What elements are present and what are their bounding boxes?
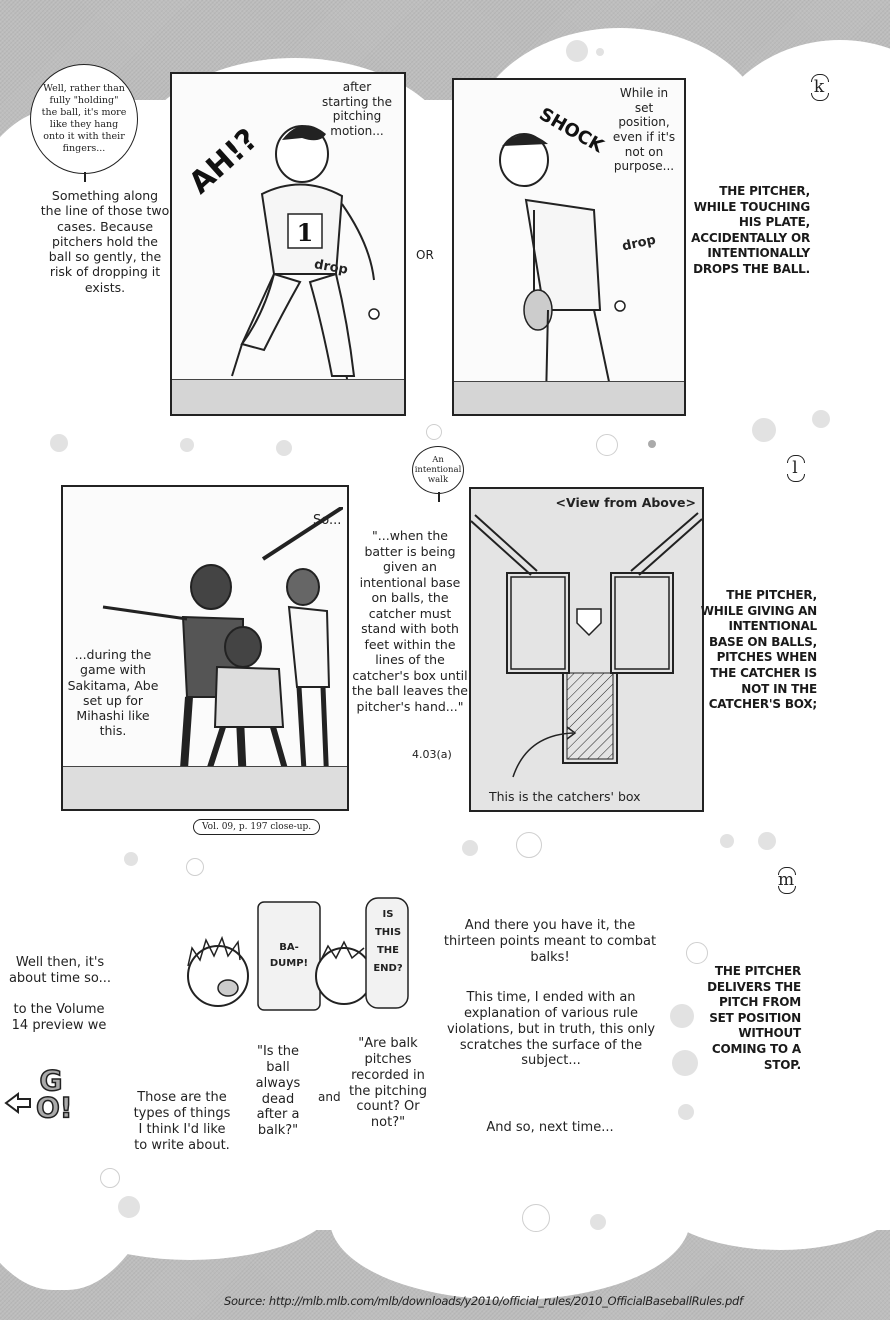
sfx-is-this-the-end: IS THIS THE END? bbox=[373, 909, 403, 974]
or-separator: OR bbox=[416, 248, 434, 262]
diagram-title: <View from Above> bbox=[555, 495, 696, 510]
speech-bubble-holding: Well, rather than fully "holding" the ba… bbox=[30, 64, 138, 182]
question-ball-dead: "Is the ball always dead after a balk?" bbox=[255, 1044, 301, 1139]
sfx-ba-dump: BA-DUMP! bbox=[269, 942, 309, 969]
and-label: and bbox=[318, 1090, 341, 1104]
closing-text-time: Well then, it's about time so... bbox=[8, 955, 112, 986]
go-graphic: GO! bbox=[4, 1064, 74, 1168]
narration-risk: Something along the line of those two ca… bbox=[40, 188, 170, 295]
summary-thirteen-points: And there you have it, the thirteen poin… bbox=[443, 918, 657, 965]
rule-text-l: THE PITCHER, WHILE GIVING AN INTENTIONAL… bbox=[700, 588, 817, 712]
rule-text-m: THE PITCHER DELIVERS THE PITCH FROM SET … bbox=[707, 964, 801, 1072]
summary-explanation: This time, I ended with an explanation o… bbox=[446, 990, 656, 1069]
panel-set-position: SHOCK While in set position, even if it'… bbox=[452, 78, 686, 416]
caption-pitching-motion: after starting the pitching motion... bbox=[321, 80, 392, 138]
speech-bubble-intentional-walk: An intentional walk bbox=[412, 446, 464, 502]
two-characters-faces-icon bbox=[187, 897, 409, 1011]
panel-intentional-walk-scene: So... ...during the game with Sakitama, … bbox=[61, 485, 349, 811]
closing-types-text: Those are the types of things I think I'… bbox=[133, 1090, 231, 1153]
pitchers-mound bbox=[454, 381, 684, 414]
svg-text:1: 1 bbox=[297, 218, 314, 247]
rule-number: 4.03(a) bbox=[412, 748, 452, 761]
pitcher-figure-icon: 1 bbox=[231, 125, 380, 387]
panel-pitcher-motion: AH!? after starting the pitching motion.… bbox=[170, 72, 406, 416]
marker-l: l bbox=[782, 455, 808, 482]
diagram-label: This is the catchers' box bbox=[489, 789, 641, 804]
go-label: GO! bbox=[35, 1064, 73, 1124]
batters-box-lines-icon bbox=[471, 512, 702, 778]
home-plate-area bbox=[63, 766, 347, 809]
arrow-left-icon bbox=[4, 1092, 31, 1114]
reference-tag: Vol. 09, p. 197 close-up. bbox=[193, 819, 321, 835]
question-pitch-count: "Are balk pitches recorded in the pitchi… bbox=[349, 1036, 427, 1131]
source-citation: Source: http://mlb.mlb.com/mlb/downloads… bbox=[224, 1294, 743, 1308]
marker-m: m bbox=[773, 867, 799, 894]
rule-text-k: THE PITCHER, WHILE TOUCHING HIS PLATE, A… bbox=[691, 184, 810, 276]
caption-sakitama-game: ...during the game with Sakitama, Abe se… bbox=[67, 647, 159, 739]
pitcher-shocked-figure-icon bbox=[499, 133, 626, 400]
sfx-so: So... bbox=[313, 513, 342, 528]
catcher-umpire-batter-icon bbox=[102, 507, 343, 788]
pitchers-mound bbox=[172, 379, 404, 414]
marker-k: k bbox=[806, 74, 832, 101]
rule-quote: "...when the batter is being given an in… bbox=[352, 528, 468, 714]
closing-text-preview: to the Volume 14 preview we bbox=[11, 1002, 107, 1033]
caption-set-position: While in set position, even if it's not … bbox=[612, 86, 676, 174]
catchers-box-diagram: <View from Above> This is the catchers' … bbox=[469, 487, 704, 812]
summary-next-time: And so, next time... bbox=[486, 1120, 614, 1135]
